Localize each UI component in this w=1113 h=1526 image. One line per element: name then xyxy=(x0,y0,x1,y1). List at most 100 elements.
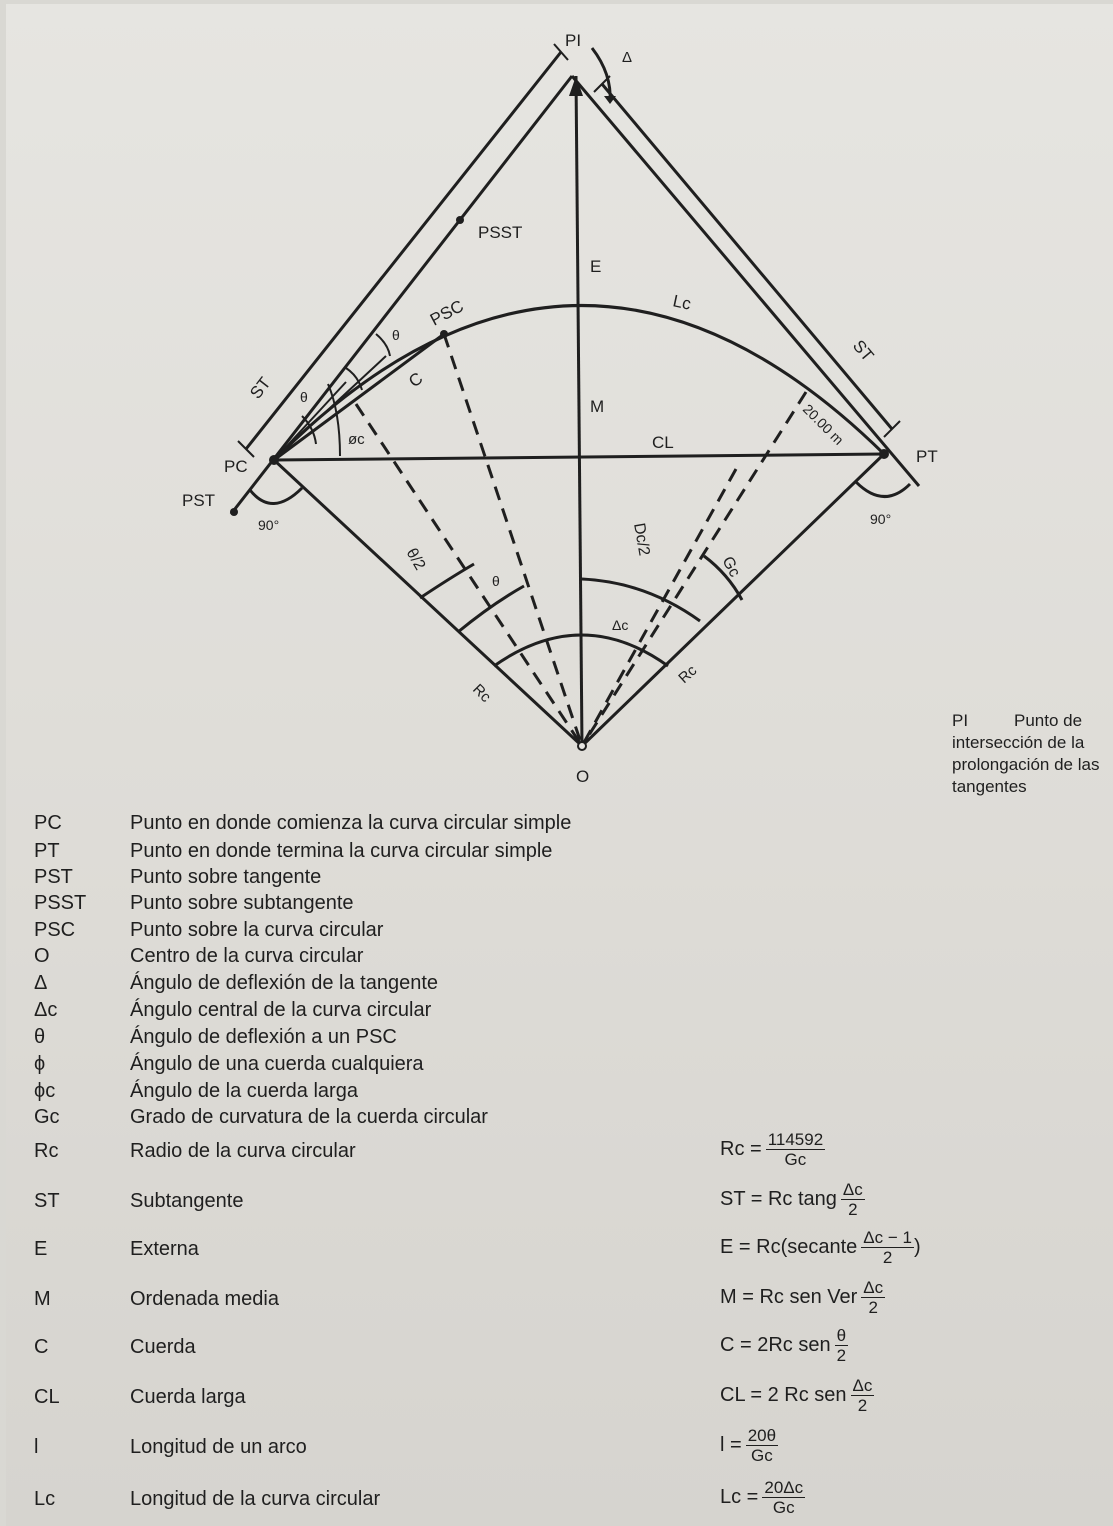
legend-abbr: θ xyxy=(34,1026,46,1048)
formula-lhs: ST = Rc tang xyxy=(720,1188,837,1210)
formula-numerator: Δc xyxy=(840,1180,865,1200)
legend-description: Centro de la curva circular xyxy=(130,945,364,967)
legend-description: Ángulo de deflexión de la tangente xyxy=(130,972,439,994)
pt-point xyxy=(879,449,889,459)
tangent-left-line xyxy=(229,75,574,515)
legend-abbr: Lc xyxy=(34,1488,56,1510)
legend-description: Cuerda xyxy=(130,1336,196,1358)
label-psc: PSC xyxy=(427,296,467,329)
gc-arc xyxy=(703,554,744,601)
label-90-left: 90° xyxy=(258,517,279,533)
legend-abbr: PSC xyxy=(34,919,76,941)
label-gc: Gc xyxy=(718,554,743,580)
chord-aux-1 xyxy=(273,381,347,461)
psc-point xyxy=(440,330,448,338)
delta-arc xyxy=(590,47,612,103)
formula-denominator: Gc xyxy=(751,1446,773,1465)
legend-abbr: M xyxy=(34,1288,51,1310)
formula-denominator: 2 xyxy=(868,1298,878,1317)
phi-arc xyxy=(301,415,317,445)
label-o: O xyxy=(576,767,589,786)
legend-abbr: PST xyxy=(34,866,73,888)
legend-abbr: Rc xyxy=(34,1140,59,1162)
label-lc: Lc xyxy=(671,291,693,313)
formula-lhs: Lc = xyxy=(720,1486,759,1508)
chord-aux-2 xyxy=(273,355,387,461)
legend-description: Longitud de la curva circular xyxy=(130,1488,381,1510)
radius-left-line xyxy=(272,458,584,748)
legend-abbr: PSST xyxy=(34,892,87,914)
formula-lhs: l = xyxy=(720,1434,742,1456)
theta-arc-mid xyxy=(345,367,363,391)
formula-lhs: C = 2Rc sen xyxy=(720,1334,831,1356)
legend-description: Punto sobre subtangente xyxy=(130,892,354,914)
theta-arc xyxy=(457,584,525,634)
legend-description: Punto sobre tangente xyxy=(130,866,322,888)
legend-abbr: O xyxy=(34,945,50,967)
legend-abbr: ϕ xyxy=(34,1053,46,1075)
formula-denominator: Gc xyxy=(772,1498,795,1517)
legend-description: Subtangente xyxy=(130,1190,244,1212)
legend-abbr: ϕc xyxy=(34,1080,56,1102)
formula-denominator: 2 xyxy=(857,1396,868,1415)
formula-numerator: 114592 xyxy=(765,1130,826,1150)
label-c: C xyxy=(405,369,426,392)
st-right-tick-bottom xyxy=(883,420,901,438)
label-psst: PSST xyxy=(478,223,522,242)
label-st-right: ST xyxy=(849,336,878,365)
formula-denominator: 2 xyxy=(848,1200,858,1219)
pi-note-abbr: PI xyxy=(952,711,969,730)
label-pst: PST xyxy=(182,491,215,510)
radius-gc-dashed xyxy=(580,391,808,747)
legend-row: O Centro de la curva circular xyxy=(6,945,1113,975)
label-pt: PT xyxy=(916,447,938,466)
legend-abbr: CL xyxy=(34,1386,60,1408)
legend-abbr: l xyxy=(34,1436,39,1458)
pc-point xyxy=(269,455,279,465)
angle-90-right-arc xyxy=(854,480,912,498)
radius-gc-dashed-2 xyxy=(580,468,738,747)
psst-point xyxy=(456,216,464,224)
long-chord-line xyxy=(273,452,885,462)
tangent-right-line xyxy=(570,75,921,487)
formula-denominator: 2 xyxy=(882,1248,893,1267)
delta-c-arc xyxy=(493,633,669,668)
radius-right-line xyxy=(580,452,886,748)
st-left-tick-top xyxy=(553,43,569,61)
angle-90-left-arc xyxy=(248,486,304,505)
formula-numerator: 20θ xyxy=(745,1426,779,1446)
o-point xyxy=(577,741,587,751)
legend-abbr: Gc xyxy=(34,1106,60,1128)
legend-description: Punto en donde termina la curva circular… xyxy=(130,840,553,862)
theta-arc-top xyxy=(375,333,391,357)
legend-row: PSST Punto sobre subtangente xyxy=(6,892,1113,922)
label-pc: PC xyxy=(224,457,248,476)
legend-description: Ángulo de una cuerda cualquiera xyxy=(130,1053,424,1075)
pst-point xyxy=(230,508,238,516)
delta-arrow xyxy=(604,96,616,104)
formula-denominator: Gc xyxy=(784,1150,807,1169)
legend-abbr: C xyxy=(34,1336,49,1358)
phi-c-arc xyxy=(327,383,341,457)
formula-numerator: Δc xyxy=(861,1278,886,1298)
label-chord-20m: 20.00 m xyxy=(800,401,847,448)
